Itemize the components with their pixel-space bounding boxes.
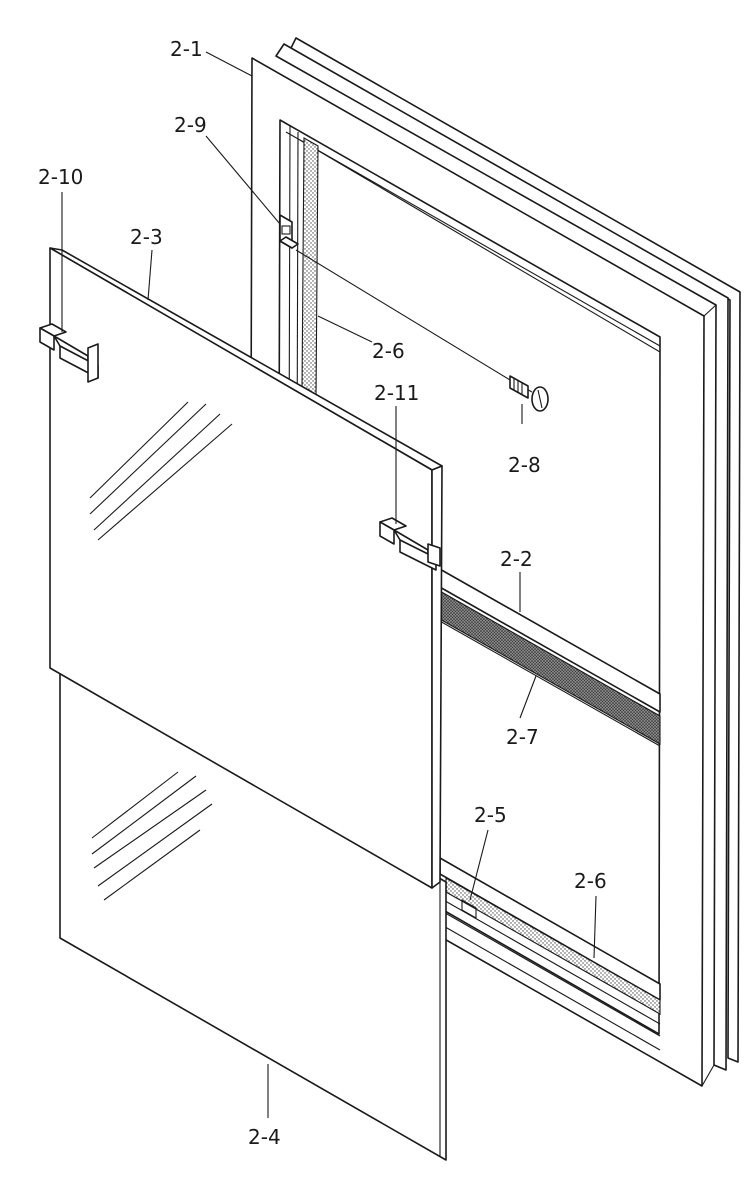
- label-2-5: 2-5: [474, 803, 507, 827]
- label-2-6-top: 2-6: [372, 339, 405, 363]
- part-labels: 2-1 2-9 2-10 2-3 2-6 2-11 2-8 2-2 2-7 2-…: [38, 37, 607, 1149]
- screw-part: [295, 249, 549, 412]
- label-2-4: 2-4: [248, 1125, 281, 1149]
- bracket-part: [279, 214, 299, 249]
- label-2-3: 2-3: [130, 225, 163, 249]
- label-2-1: 2-1: [170, 37, 203, 61]
- label-2-6-bottom: 2-6: [574, 869, 607, 893]
- label-2-8: 2-8: [508, 453, 541, 477]
- upper-glass-panel: [49, 247, 443, 889]
- label-2-7: 2-7: [506, 725, 539, 749]
- label-2-10: 2-10: [38, 165, 83, 189]
- leader-lines: [61, 51, 597, 1118]
- bottom-track: [439, 857, 661, 1051]
- clip-right: [379, 517, 441, 571]
- left-jamb-seal: [301, 137, 319, 399]
- lower-glass-glare: [91, 771, 213, 901]
- label-2-2: 2-2: [500, 547, 533, 571]
- clip-left: [39, 323, 99, 383]
- label-2-9: 2-9: [174, 113, 207, 137]
- label-2-11: 2-11: [374, 381, 419, 405]
- upper-glass-glare: [89, 401, 233, 541]
